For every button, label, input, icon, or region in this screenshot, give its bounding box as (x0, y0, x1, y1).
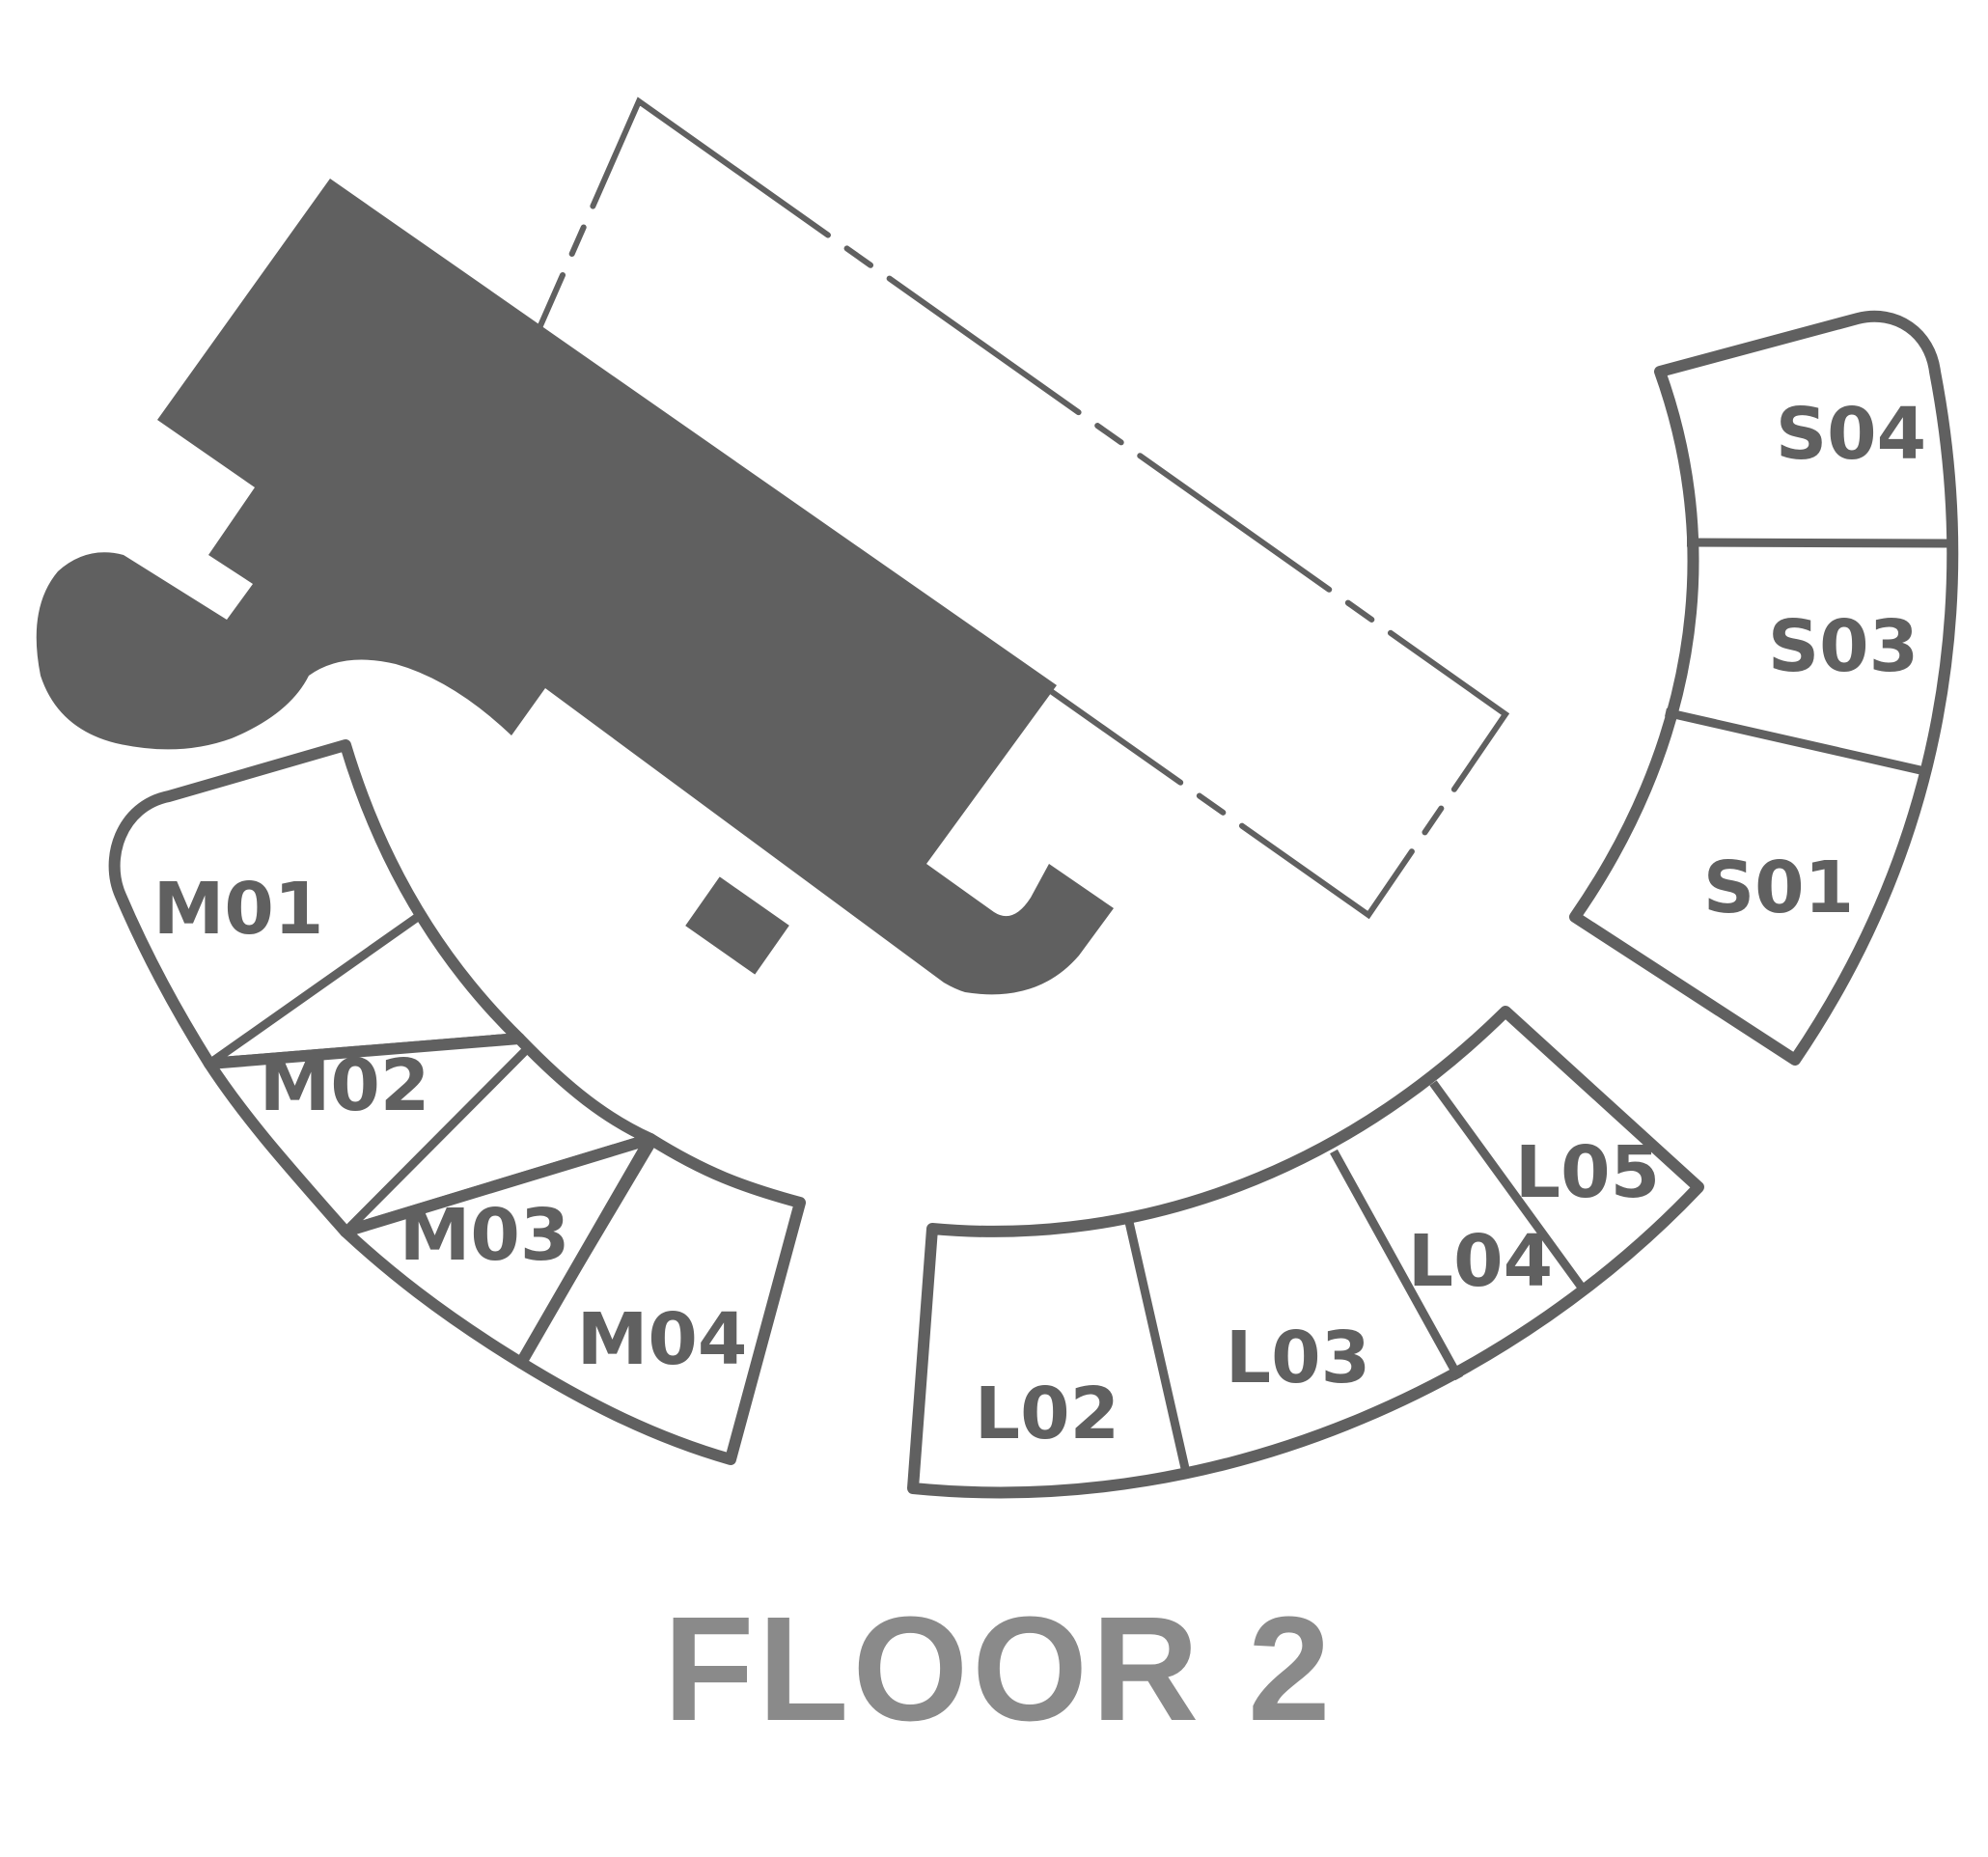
unit-label-l05: L05 (1515, 1131, 1660, 1214)
unit-group-m: M01 M02 M03 M04 (108, 739, 806, 1465)
unit-label-m02: M02 (260, 1044, 430, 1127)
divider-m03-m04 (517, 1136, 658, 1366)
unit-label-m01: M01 (153, 868, 324, 951)
building-footprint (36, 179, 1114, 995)
unit-label-s01: S01 (1703, 846, 1854, 929)
divider-s03-s04 (1686, 538, 1948, 548)
divider-s01-s03 (1665, 707, 1921, 775)
unit-label-l02: L02 (975, 1372, 1119, 1455)
unit-label-m03: M03 (400, 1194, 570, 1277)
floor-title: FLOOR 2 (663, 1586, 1334, 1752)
dashed-structure-outline (535, 97, 1510, 920)
divider-m02-m03 (342, 1043, 533, 1235)
unit-label-s03: S03 (1768, 605, 1919, 688)
unit-label-m04: M04 (577, 1298, 748, 1381)
unit-shape-m01[interactable] (108, 739, 525, 1069)
divider-l04-l05 (1429, 1080, 1588, 1294)
unit-label-l03: L03 (1226, 1317, 1370, 1400)
unit-label-s04: S04 (1776, 393, 1926, 476)
unit-shape-s-outline[interactable] (1569, 310, 1959, 1066)
unit-group-s: S04 S03 S01 (1569, 310, 1959, 1066)
divider-l03-l04 (1330, 1149, 1463, 1381)
unit-shape-m04[interactable] (515, 1133, 806, 1465)
building-annex-block (685, 876, 789, 975)
divider-l02-l03 (1124, 1221, 1192, 1478)
unit-group-l: L02 L03 L04 L05 (907, 1006, 1704, 1499)
unit-shape-l-outline[interactable] (907, 1006, 1704, 1499)
divider-m01-m02 (207, 908, 428, 1067)
unit-label-l04: L04 (1408, 1220, 1553, 1303)
